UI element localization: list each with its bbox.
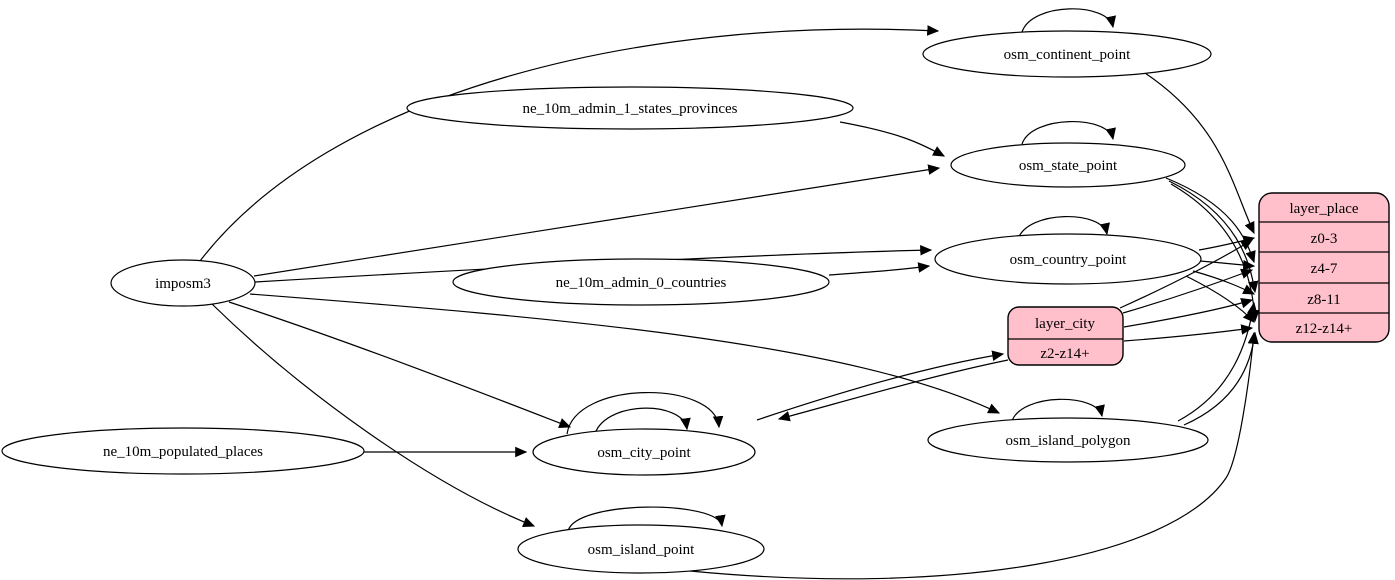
- node-osm-country-point-label: osm_country_point: [1010, 252, 1127, 268]
- node-imposm3: imposm3: [110, 259, 256, 307]
- edge-imposm3-osm_continent_point: [199, 25, 940, 262]
- edge-osm_country_point-layer_place-z8-11: [1192, 270, 1256, 295]
- edge-ne_10m_admin_0_countries-osm_country_point: [828, 262, 931, 276]
- node-osm-island-polygon-label: osm_island_polygon: [1005, 433, 1131, 449]
- node-ne-10m-populated-places-shape: [1, 427, 365, 475]
- node-ne-10m-admin-0-countries: ne_10m_admin_0_countries: [452, 258, 830, 306]
- edge-osm_island_polygon-layer_place-z8-11: [1177, 301, 1258, 422]
- record-layer-place-box: [1258, 192, 1390, 343]
- edge-layer_city-layer_place-z4-7: [1122, 268, 1254, 314]
- node-osm-continent-point-shape: [922, 30, 1212, 78]
- node-ne-10m-populated-places-label: ne_10m_populated_places: [103, 444, 263, 460]
- node-osm-city-point-label: osm_city_point: [597, 445, 691, 461]
- edge-ne_10m_admin_1_states_provinces-osm_state_point: [839, 121, 946, 157]
- edge-osm_island_point-layer_place-z12-z14: [689, 331, 1259, 580]
- node-osm-state-point-shape: [950, 142, 1186, 188]
- record-layer-city: layer_city z2-z14+: [1007, 306, 1124, 366]
- edge-osm_country_point-layer_place-z0-3: [1198, 235, 1256, 251]
- node-osm-island-polygon-shape: [927, 417, 1209, 463]
- node-osm-island-point-label: osm_island_point: [588, 542, 696, 558]
- selfloop-osm_continent_point: [1021, 8, 1117, 33]
- node-osm-state-point: osm_state_point: [950, 142, 1186, 188]
- node-ne-10m-admin-0-countries-label: ne_10m_admin_0_countries: [556, 275, 727, 291]
- node-ne-10m-admin-1-states-provinces-label: ne_10m_admin_1_states_provinces: [523, 101, 738, 117]
- selfloop-osm_country_point: [1017, 216, 1110, 240]
- node-osm-city-point: osm_city_point: [532, 428, 756, 476]
- node-osm-island-point: osm_island_point: [517, 524, 765, 574]
- edge-osm_country_point-layer_place-z4-7: [1199, 259, 1256, 271]
- selfloop-osm_island_point: [567, 506, 726, 532]
- edge-group: [199, 8, 1260, 580]
- node-imposm3-label: imposm3: [155, 276, 211, 292]
- record-layer-place-row-z12-z14: z12-z14+: [1296, 321, 1353, 337]
- node-ne-10m-admin-1-states-provinces: ne_10m_admin_1_states_provinces: [406, 86, 854, 130]
- edge-imposm3-osm_city_point: [228, 301, 572, 429]
- record-layer-place-title: layer_place: [1289, 201, 1358, 217]
- node-imposm3-shape: [110, 259, 256, 307]
- node-ne-10m-populated-places: ne_10m_populated_places: [1, 427, 365, 475]
- record-layer-city-box: [1007, 306, 1124, 366]
- record-layer-city-row-z2-z14: z2-z14+: [1040, 346, 1089, 362]
- edge-osm_continent_point-layer_place-z0-3: [1144, 72, 1255, 235]
- selfloop-osm_island_polygon: [1011, 398, 1105, 422]
- node-osm-continent-point-label: osm_continent_point: [1004, 47, 1131, 63]
- node-osm-island-polygon: osm_island_polygon: [927, 417, 1209, 463]
- selfloop-osm_state_point: [1021, 121, 1116, 145]
- edge-layer_city-layer_place-z8-11: [1123, 298, 1254, 328]
- node-osm-state-point-label: osm_state_point: [1019, 158, 1118, 174]
- record-layer-place-row-z4-7: z4-7: [1311, 261, 1338, 277]
- edge-layer_city-osm_city_point: [777, 359, 1009, 422]
- record-layer-place-row-z0-3: z0-3: [1311, 231, 1338, 247]
- edge-layer_city-layer_place-z12-z14: [1123, 324, 1254, 342]
- node-osm-country-point: osm_country_point: [934, 233, 1202, 285]
- edge-layer_city-layer_place-z0-3: [1119, 239, 1254, 309]
- edge-osm_country_point-layer_place-z12-z14: [1185, 275, 1255, 323]
- record-layer-city-title: layer_city: [1035, 316, 1095, 332]
- record-layer-place: layer_place z0-3 z4-7 z8-11 z12-z14+: [1258, 192, 1390, 343]
- node-ne-10m-admin-1-states-provinces-shape: [406, 86, 854, 130]
- selfloop-osm_city_point-inner: [593, 407, 691, 438]
- edge-osm_city_point-layer_city: [756, 350, 1005, 421]
- node-osm-continent-point: osm_continent_point: [922, 30, 1212, 78]
- edge-imposm3-osm_island_point: [211, 303, 536, 527]
- record-layer-place-row-z8-11: z8-11: [1307, 292, 1341, 308]
- node-osm-island-point-shape: [517, 524, 765, 574]
- node-osm-country-point-shape: [934, 233, 1202, 285]
- edge-osm_state_point-layer_place-z8-11: [1168, 180, 1259, 294]
- edge-osm_state_point-layer_place-z4-7: [1165, 177, 1256, 264]
- node-ne-10m-admin-0-countries-shape: [452, 258, 830, 306]
- edge-imposm3-osm_island_polygon: [249, 293, 1001, 414]
- selfloop-osm_city_point-outer: [566, 392, 724, 435]
- node-osm-city-point-shape: [532, 428, 756, 476]
